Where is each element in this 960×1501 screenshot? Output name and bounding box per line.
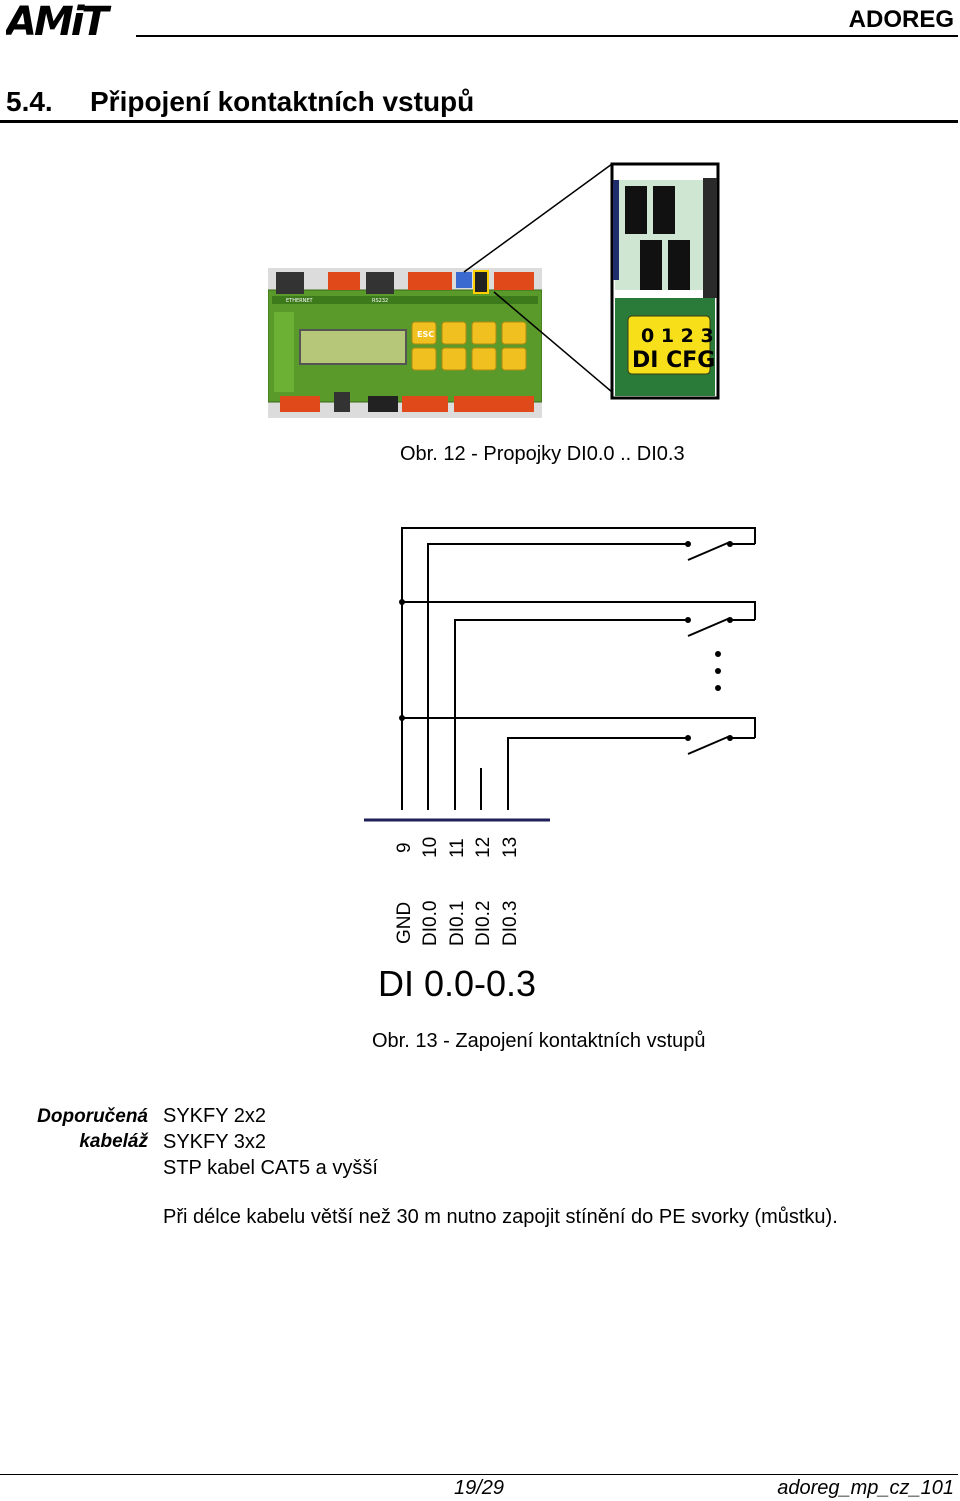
rs232-label: RS232 — [372, 298, 388, 304]
di-cfg-digits: 0 1 2 3 — [641, 325, 714, 347]
continuation-dot — [715, 685, 721, 691]
document-name: ADOREG — [848, 6, 954, 33]
cable-item: STP kabel CAT5 a vyšší — [163, 1157, 378, 1179]
terminal-number: 10 — [420, 837, 441, 858]
esc-key-label: ESC — [417, 330, 434, 339]
cabling-label-line1: Doporučená — [37, 1106, 148, 1127]
section-title: Připojení kontaktních vstupů — [90, 86, 475, 117]
page-number: 19/29 — [454, 1477, 505, 1499]
di-group-label: DI 0.0-0.3 — [378, 963, 536, 1004]
cable-list: SYKFY 2x2 SYKFY 3x2 STP kabel CAT5 a vyš… — [163, 1103, 378, 1181]
terminal-number: 13 — [500, 837, 521, 858]
amit-logo: AMiT — [6, 2, 114, 38]
signal-label: DI0.3 — [500, 901, 521, 946]
figure-13-caption: Obr. 13 - Zapojení kontaktních vstupů — [372, 1030, 706, 1052]
terminal-number: 12 — [473, 837, 494, 858]
signal-label: GND — [394, 902, 415, 944]
continuation-dot — [715, 668, 721, 674]
cable-item: SYKFY 2x2 — [163, 1105, 267, 1127]
figure-12-caption: Obr. 12 - Propojky DI0.0 .. DI0.3 — [400, 443, 685, 465]
contact-input-wiring-diagram: 9 10 11 12 13 GND DI0.0 DI0.1 DI0.2 DI0.… — [364, 527, 756, 1004]
section-divider — [0, 120, 958, 123]
document-code: adoreg_mp_cz_101 — [777, 1477, 954, 1499]
header-divider — [136, 35, 958, 37]
signal-label: DI0.0 — [420, 901, 441, 946]
terminal-number: 11 — [447, 838, 468, 858]
ethernet-label: ETHERNET — [286, 298, 314, 304]
logo-text: AMiT — [6, 2, 111, 38]
terminal-number: 9 — [394, 842, 415, 853]
signal-label: DI0.2 — [473, 901, 494, 946]
cabling-label: Doporučená kabeláž — [10, 1104, 148, 1154]
gnd-wire — [401, 527, 756, 810]
signal-label: DI0.1 — [447, 901, 468, 946]
continuation-dot — [715, 651, 721, 657]
cabling-label-line2: kabeláž — [79, 1131, 148, 1152]
footer-divider — [0, 1474, 958, 1475]
shielding-note: Při délce kabelu větší než 30 m nutno za… — [163, 1206, 838, 1228]
cable-item: SYKFY 3x2 — [163, 1131, 267, 1153]
section-number: 5.4. — [6, 86, 53, 117]
di-cfg-label: DI CFG — [632, 348, 715, 373]
di-cfg-zoom-inset: 0 1 2 3 DI CFG — [463, 162, 720, 400]
